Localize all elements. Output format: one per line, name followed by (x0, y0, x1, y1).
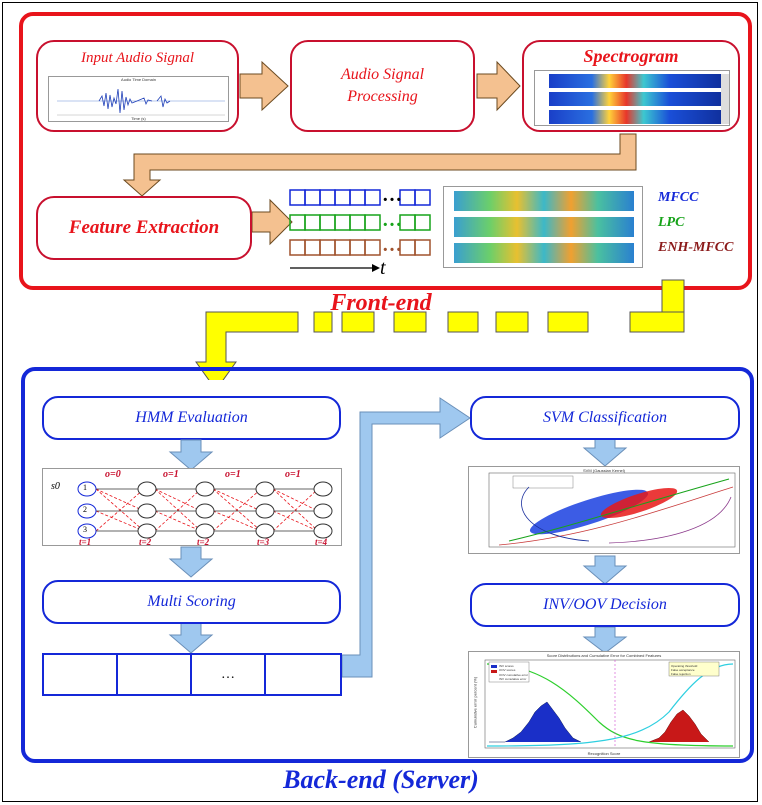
audio-signal-processing-box: Audio Signal Processing (290, 40, 475, 132)
feature-label-enh-mfcc: ENH-MFCC (658, 240, 734, 255)
time-axis-arrowhead (372, 264, 380, 272)
histogram-legend-item: OOV cumulative error (499, 672, 529, 677)
waveform-plot: Audio Time Domain Time (s) (48, 76, 229, 122)
histogram-title: Score Distributions and Cumulative Error… (546, 653, 662, 658)
hmm-t-label-4: t=3 (257, 537, 270, 547)
histogram-svg (484, 659, 736, 749)
feature-spectrogram-image (443, 186, 643, 268)
arrow-scoring-to-vector (168, 622, 214, 654)
mfcc-vector (289, 189, 431, 206)
feature-vectors (289, 189, 431, 272)
lpc-dots: … (382, 209, 402, 231)
hmm-s0-label: s0 (51, 481, 60, 492)
multi-scoring-label: Multi Scoring (147, 593, 236, 610)
hmm-trellis: s0 1 2 3 o=0 o=1 o=1 o=1 t=1 t=2 t=2 t=3… (42, 468, 342, 547)
arrow-scores-to-svm (341, 397, 471, 678)
arrow-decision-to-histogram (582, 626, 628, 654)
hmm-t-label-3: t=2 (197, 537, 210, 547)
time-symbol: t (380, 257, 386, 279)
hmm-evaluation-label: HMM Evaluation (135, 409, 248, 426)
arrow-trellis-to-scoring (168, 546, 214, 578)
histogram-info-item: Operating threshold (671, 664, 698, 668)
waveform-xlabel: Time (s) (131, 116, 146, 121)
hmm-o-label-1: o=0 (105, 469, 121, 480)
hmm-state-3: 3 (83, 525, 87, 534)
histogram-legend-item: OOV scores (499, 668, 516, 673)
histogram-info-item: False rejection (671, 672, 691, 676)
hmm-state-1: 1 (83, 483, 87, 492)
front-arrows (122, 60, 637, 246)
waveform-svg (57, 88, 225, 116)
lpc-vector (289, 214, 431, 231)
hmm-t-label-2: t=2 (139, 537, 152, 547)
multi-scoring-box: Multi Scoring (42, 580, 341, 624)
svm-scatter-plot: SVM (Gaussian Kernel) (468, 466, 740, 554)
feature-extraction-label: Feature Extraction (68, 217, 220, 238)
waveform-title: Audio Time Domain (121, 77, 156, 82)
enh-mfcc-vector (289, 239, 431, 256)
hmm-t-label-1: t=1 (79, 537, 92, 547)
input-audio-signal-label: Input Audio Signal (80, 50, 195, 66)
histogram-ylabel: Cumulative error percent (%) (472, 676, 478, 729)
mfcc-dots: … (382, 184, 402, 206)
svm-classification-label: SVM Classification (543, 409, 667, 426)
score-cell-3: … (192, 655, 266, 694)
svm-classification-box: SVM Classification (470, 396, 740, 440)
score-histogram: Score Distributions and Cumulative Error… (468, 651, 740, 758)
back-end-panel (21, 367, 754, 763)
enh-mfcc-dots: … (382, 234, 402, 256)
score-dots: … (221, 666, 235, 682)
score-vector: … (42, 653, 342, 696)
svm-scatter-svg (488, 472, 736, 548)
hmm-o-label-3: o=1 (225, 469, 241, 480)
arrow-processing-to-spectrogram (476, 60, 521, 112)
hmm-trellis-svg (77, 481, 333, 539)
feature-label-lpc: LPC (658, 215, 685, 230)
spectrogram-svg (549, 74, 729, 124)
spectrogram-box: Spectrogram (522, 40, 740, 132)
hmm-o-label-4: o=1 (285, 469, 301, 480)
histogram-info-box: Operating threshold False acceptance Fal… (671, 664, 697, 676)
arrow-input-to-processing (239, 60, 289, 112)
audio-signal-processing-label: Audio Signal Processing (340, 66, 425, 105)
svm-plot-title: SVM (Gaussian Kernel) (582, 468, 625, 473)
hmm-t-label-5: t=4 (315, 537, 328, 547)
feature-extraction-box: Feature Extraction (36, 196, 252, 260)
front-end-panel (19, 12, 752, 290)
histogram-info-item: False acceptance (671, 668, 695, 672)
input-audio-signal-box: Input Audio Signal Audio Time Domain Tim… (36, 40, 239, 132)
arrow-feature-to-vectors (251, 198, 293, 246)
feature-label-mfcc: MFCC (658, 190, 699, 205)
score-cell-2 (118, 655, 192, 694)
arrow-spectrogram-to-feature (122, 133, 637, 197)
arrow-hmm-to-trellis (168, 439, 214, 471)
inv-oov-decision-box: INV/OOV Decision (470, 583, 740, 627)
histogram-legend-item: INV scores (499, 664, 514, 668)
hmm-state-2: 2 (83, 505, 87, 514)
hmm-o-label-2: o=1 (163, 469, 179, 480)
spectrogram-label: Spectrogram (583, 46, 679, 66)
hmm-evaluation-box: HMM Evaluation (42, 396, 341, 440)
score-cell-1 (44, 655, 118, 694)
feature-spectrogram-svg (454, 191, 634, 263)
arrow-plot-to-decision (582, 555, 628, 585)
histogram-legend: INV scores OOV scores OOV cumulative err… (499, 664, 528, 682)
spectrogram-image (534, 70, 730, 126)
arrow-svm-to-plot (582, 437, 628, 467)
histogram-legend-item: INV cumulative error (499, 677, 527, 682)
inv-oov-decision-label: INV/OOV Decision (543, 596, 667, 613)
yellow-connector (195, 279, 685, 380)
back-end-title: Back-end (Server) (283, 765, 479, 794)
histogram-xlabel: Recognition Score (587, 751, 621, 756)
